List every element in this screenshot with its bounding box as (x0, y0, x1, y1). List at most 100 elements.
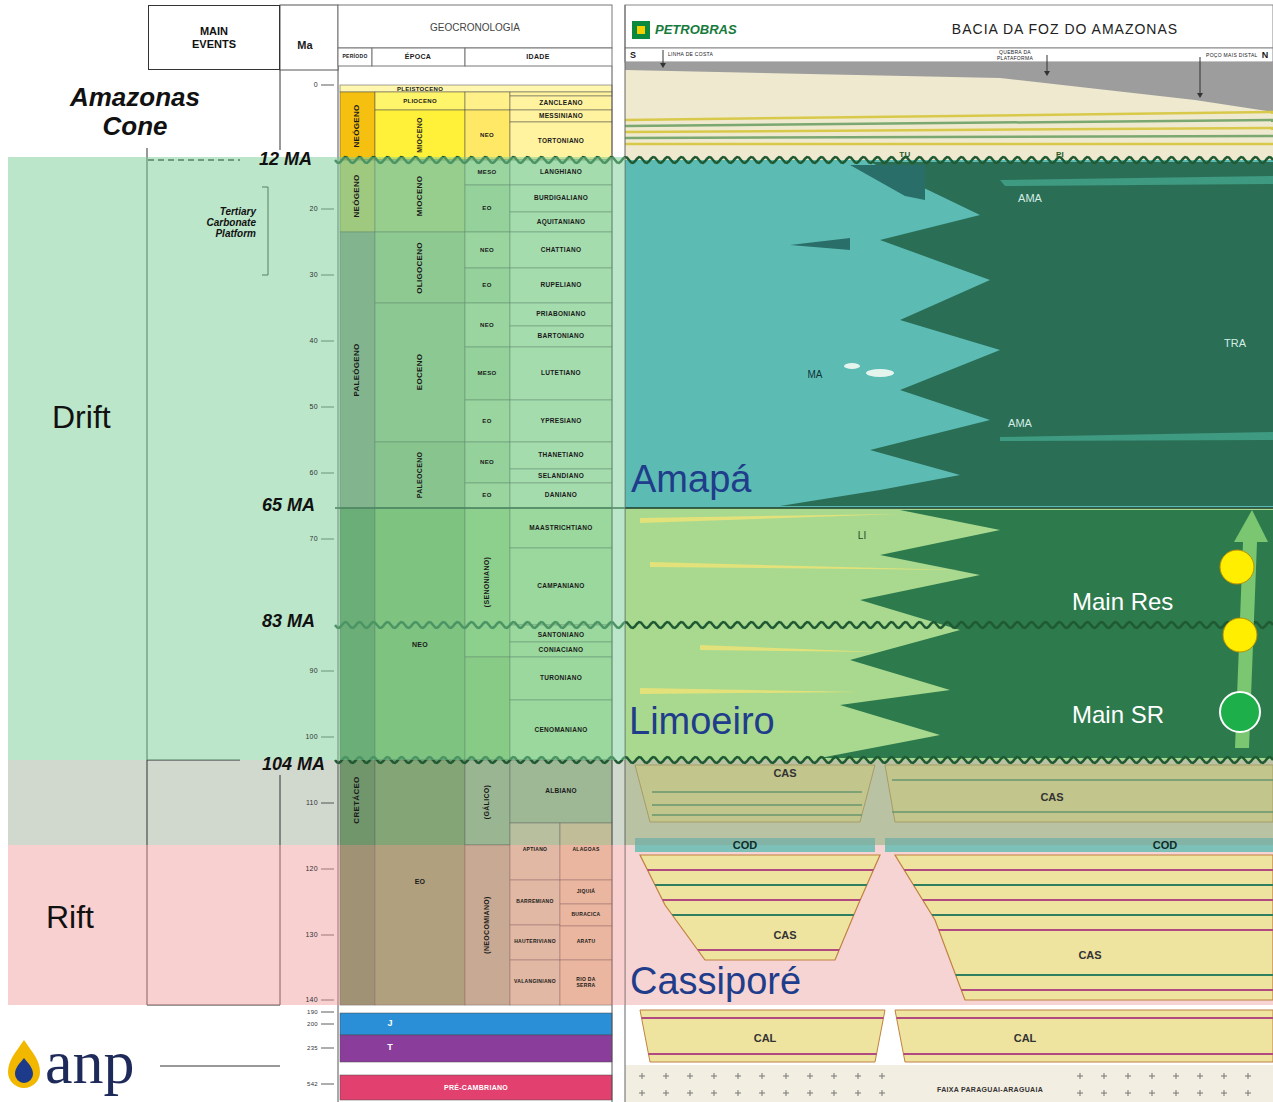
chart-label: THANETIANO (538, 451, 584, 458)
chart-label: CAL (754, 1032, 777, 1044)
strata-line (890, 989, 1273, 991)
header-cell (280, 5, 338, 70)
basement-mark (810, 1073, 811, 1079)
strata-line (890, 929, 1273, 931)
basement-mark (834, 1073, 835, 1079)
header-cell (465, 48, 612, 66)
chart-label: HAUTERIVIANO (514, 939, 556, 945)
chart-label: 30 (310, 271, 318, 279)
chart-label: BARTONIANO (538, 332, 585, 339)
sequence-region: Limoeiro (625, 508, 1273, 747)
chart-label: EO (482, 418, 491, 425)
chart-label: MIOCENO (416, 176, 425, 216)
chart-label: N (1262, 51, 1269, 61)
chart-label: QUEBRA DA PLATAFORMA (990, 50, 1040, 61)
logo-mark (632, 21, 650, 39)
chart-label: PETROBRAS (655, 23, 737, 37)
chart-label: NEO (412, 641, 428, 649)
age-tick (321, 1024, 334, 1025)
basement-mark (690, 1073, 691, 1079)
basement-mark (1128, 1073, 1129, 1079)
chart-label: 120 (305, 865, 318, 873)
sequence-region: Cassiporé (625, 845, 1273, 1007)
chart-label: 40 (310, 337, 318, 345)
strata-stripes (630, 1018, 890, 1054)
chart-label: 50 (310, 403, 318, 411)
sand-tongue (650, 562, 960, 570)
chart-label: NEO (480, 247, 494, 254)
chart-label: T (387, 1043, 393, 1053)
logo-drop (15, 1058, 33, 1083)
marker-arrowhead (1044, 71, 1050, 76)
header-cell (338, 48, 372, 66)
basement-mark (1248, 1090, 1249, 1096)
age-tick (321, 85, 334, 86)
basement-mark (1200, 1073, 1201, 1079)
basement-mark (714, 1090, 715, 1096)
chart-label: TU (899, 151, 910, 160)
chart-label: NEO (480, 322, 494, 329)
chart-label: PALEÓGENO (353, 343, 362, 396)
chart-subheader (625, 48, 1273, 62)
shale-body (820, 510, 1273, 758)
chart-label: POÇO MAIS DISTAL (1206, 53, 1258, 59)
basement-mark (1104, 1073, 1105, 1079)
chart-label: COD (1153, 839, 1177, 851)
basement-mark (1080, 1073, 1081, 1079)
carbonate-lens (790, 238, 850, 250)
region-title: Rift (46, 900, 94, 935)
basement-mark (666, 1073, 667, 1079)
chart-label: TURONIANO (540, 674, 582, 681)
chart-label: CAS (1078, 949, 1101, 961)
basement-mark (1176, 1073, 1177, 1079)
chart-label: Main Res (1072, 589, 1173, 615)
chart-label: 542 (307, 1081, 318, 1088)
chart-label: 100 (305, 733, 318, 741)
chart-label: ALBIANO (545, 787, 577, 794)
chart-label: BARREMIANO (516, 899, 553, 905)
chart-label: TORTONIANO (538, 137, 584, 144)
header-cell (372, 48, 465, 66)
header-cell (338, 5, 612, 48)
basement-mark (762, 1073, 763, 1079)
strata-line (890, 914, 1273, 916)
logo-mark (637, 26, 645, 34)
sea-water (625, 62, 1273, 112)
basement-mark (738, 1073, 739, 1079)
chart-label: 83 MA (262, 612, 315, 632)
basement-mark (1080, 1090, 1081, 1096)
chart-label: CAMPANIANO (537, 582, 584, 589)
box-title: MAIN EVENTS (179, 25, 249, 49)
chart-label: 70 (310, 535, 318, 543)
chart-label: PI (1056, 151, 1064, 160)
basement-mark (1224, 1090, 1225, 1096)
basement-mark (858, 1073, 859, 1079)
chart-label: 90 (310, 667, 318, 675)
strata-stripes (890, 1018, 1273, 1054)
chart-label: BURACICA (571, 912, 600, 918)
chart-label: EO (482, 282, 491, 289)
chart-label: LINHA DE COSTA (668, 52, 713, 58)
strata-line (630, 884, 890, 886)
chart-label: SELANDIANO (538, 472, 584, 479)
sand-tongue (640, 514, 900, 523)
marker-arrow (663, 50, 664, 64)
chart-label: CAS (773, 767, 796, 779)
chart-ground (625, 1005, 1273, 1065)
chart-label: RIO DA SERRA (575, 977, 597, 988)
chart-label: Main SR (1072, 702, 1164, 728)
chart-label: VALANGINIANO (514, 979, 556, 985)
cone-layer (625, 128, 1273, 132)
reservoir-symbol (1220, 550, 1254, 584)
chart-label: (NEOCOMIANO) (483, 896, 491, 953)
region-title: Limoeiro (629, 701, 775, 743)
strata-stripes (890, 870, 1273, 990)
sand-tongue (640, 688, 860, 694)
chart-label: Tertiary Carbonate Platform (176, 206, 256, 239)
basement-mark (882, 1073, 883, 1079)
chart-label: JIQUIÁ (577, 889, 595, 895)
marker-arrowhead (660, 63, 666, 68)
chart-label: CHATTIANO (541, 246, 582, 253)
rift-ground (625, 845, 1273, 1005)
